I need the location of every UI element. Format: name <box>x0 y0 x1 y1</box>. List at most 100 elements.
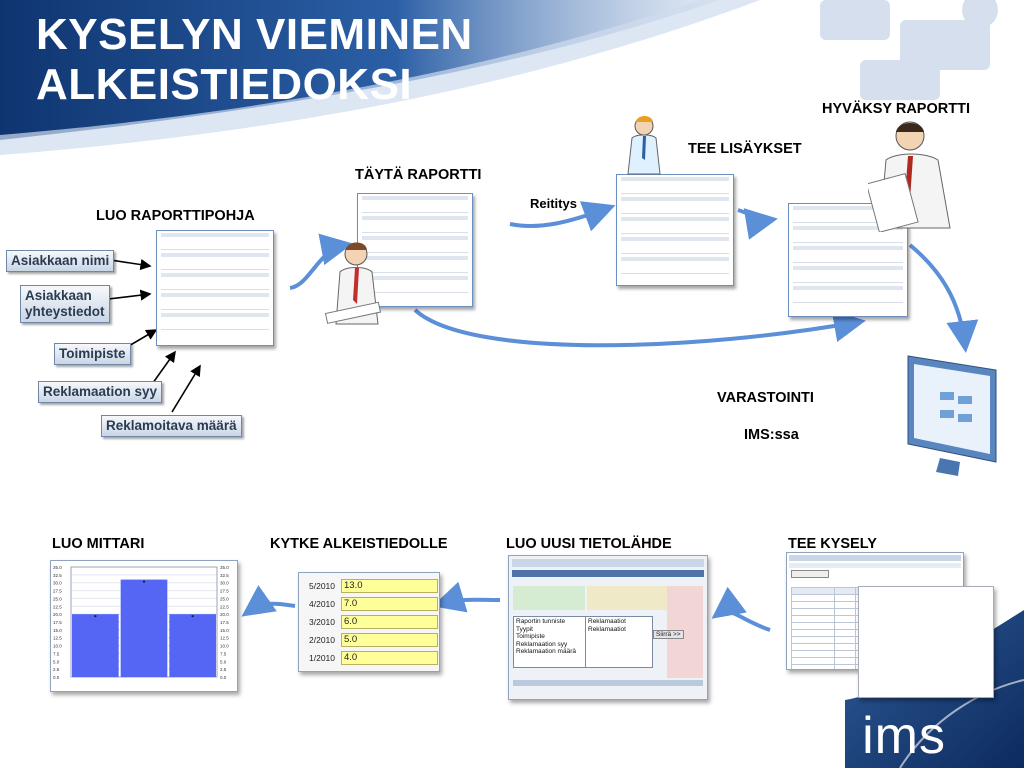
chart-bar-marker <box>191 614 194 618</box>
list-item[interactable]: Reklamaation syy <box>516 640 568 648</box>
person-approving-icon <box>868 121 951 232</box>
mapping-value-field[interactable]: 4.0 <box>341 651 438 665</box>
table-cell <box>791 622 835 630</box>
query-subheader <box>789 563 961 568</box>
table-cell <box>791 643 835 651</box>
filled-report-doc <box>357 193 473 307</box>
y-tick-label: 27.5 <box>53 589 62 594</box>
table-cell <box>834 657 856 665</box>
label-luo-uusi-tietolahde: LUO UUSI TIETOLÄHDE <box>506 536 672 552</box>
mapping-value-field[interactable]: 7.0 <box>341 597 438 611</box>
y-tick-label: 12.5 <box>53 636 62 641</box>
datasource-toolbar <box>512 570 704 577</box>
table-cell <box>791 601 835 609</box>
mapping-period: 4/2010 <box>309 599 335 609</box>
y-tick-label: 35.0 <box>53 565 62 570</box>
y-tick-label: 2.5 <box>53 667 60 672</box>
table-cell <box>834 587 856 595</box>
chart-bar-marker <box>94 614 97 618</box>
y-tick-label-right: 22.5 <box>220 604 229 609</box>
mapping-period: 5/2010 <box>309 581 335 591</box>
y-tick-label: 22.5 <box>53 604 62 609</box>
table-cell <box>791 636 835 644</box>
move-button[interactable]: Siirrä >> <box>653 630 684 639</box>
list-item[interactable]: Reklamaatiot <box>588 618 626 625</box>
table-cell <box>834 622 856 630</box>
y-tick-label-right: 5.0 <box>220 659 227 664</box>
table-cell <box>834 615 856 623</box>
y-tick-label-right: 25.0 <box>220 596 229 601</box>
label-tee-lisaykset: TEE LISÄYKSET <box>688 141 802 157</box>
table-cell <box>791 608 835 616</box>
label-hyvaksy-raportti: HYVÄKSY RAPORTTI <box>822 101 970 117</box>
table-cell <box>791 657 835 665</box>
person-standing-icon <box>627 116 661 175</box>
field-tag-asiakkaan-yhteystiedot: Asiakkaan yhteystiedot <box>20 285 110 323</box>
table-cell <box>791 650 835 658</box>
list-item[interactable]: Reklamaation määrä <box>516 648 576 655</box>
field-tag-reklamoitava-maara: Reklamoitava määrä <box>101 415 242 437</box>
y-tick-label-right: 10.0 <box>220 644 229 649</box>
y-tick-label: 32.5 <box>53 573 62 578</box>
storage-monitor-icon <box>907 355 997 476</box>
list-item[interactable]: Tyypit <box>516 625 533 633</box>
y-tick-label: 0.0 <box>53 675 60 680</box>
label-luo-mittari: LUO MITTARI <box>52 536 145 552</box>
label-kytke-alkeistiedolle: KYTKE ALKEISTIEDOLLE <box>270 536 448 552</box>
mapping-period: 2/2010 <box>309 635 335 645</box>
query-back-sheet <box>858 586 994 698</box>
y-tick-label-right: 17.5 <box>220 620 229 625</box>
mapping-value-field[interactable]: 6.0 <box>341 615 438 629</box>
y-tick-label: 7.5 <box>53 651 60 656</box>
mapping-period: 1/2010 <box>309 653 335 663</box>
mapping-value-field[interactable]: 5.0 <box>341 633 438 647</box>
y-tick-label-right: 32.5 <box>220 573 229 578</box>
y-tick-label-right: 12.5 <box>220 636 229 641</box>
y-tick-label-right: 27.5 <box>220 589 229 594</box>
y-tick-label-right: 0.0 <box>220 675 227 680</box>
table-cell <box>834 608 856 616</box>
chart-bar <box>120 579 168 677</box>
datasource-option-right[interactable] <box>587 586 667 610</box>
label-tayta-raportti: TÄYTÄ RAPORTTI <box>355 167 482 183</box>
datasource-option-left[interactable] <box>513 586 585 610</box>
table-cell <box>791 587 835 595</box>
datasource-list-left[interactable]: Raportin tunniste Tyypit Toimipiste Rekl… <box>513 616 587 668</box>
ims-logo: ims <box>862 707 946 765</box>
chart-bar <box>169 614 216 677</box>
list-item[interactable]: Reklamaatiot <box>588 625 626 633</box>
title-line-2: ALKEISTIEDOKSI <box>36 60 413 109</box>
title-line-1: KYSELYN VIEMINEN <box>36 10 473 59</box>
label-ims-ssa: IMS:ssa <box>744 427 799 443</box>
table-cell <box>834 650 856 658</box>
table-cell <box>791 664 835 669</box>
mapping-value-field[interactable]: 13.0 <box>341 579 438 593</box>
field-tag-asiakkaan-nimi: Asiakkaan nimi <box>6 250 115 272</box>
person-writing-icon <box>324 242 382 325</box>
y-tick-label-right: 2.5 <box>220 667 227 672</box>
field-tag-reklamaation-syy: Reklamaation syy <box>38 381 163 403</box>
page-title: KYSELYN VIEMINEN ALKEISTIEDOKSI <box>36 10 473 110</box>
list-item[interactable]: Toimipiste <box>516 633 545 640</box>
routed-report-doc <box>616 174 734 286</box>
datasource-panel: Raportin tunniste Tyypit Toimipiste Rekl… <box>508 555 708 700</box>
table-cell <box>791 594 835 602</box>
field-tag-line-2: yhteystiedot <box>25 304 105 319</box>
datasource-list-right[interactable]: Reklamaatiot Reklamaatiot <box>585 616 653 668</box>
table-cell <box>834 594 856 602</box>
table-cell <box>791 629 835 637</box>
y-tick-label-right: 15.0 <box>220 628 229 633</box>
table-cell <box>791 615 835 623</box>
query-run-button[interactable] <box>791 570 829 578</box>
field-tag-toimipiste: Toimipiste <box>54 343 131 365</box>
label-tee-kysely: TEE KYSELY <box>788 536 877 552</box>
chart-bar <box>72 614 119 677</box>
label-luo-raporttipohja: LUO RAPORTTIPOHJA <box>96 208 255 224</box>
report-template-doc <box>156 230 274 346</box>
table-cell <box>834 636 856 644</box>
list-item[interactable]: Raportin tunniste <box>516 618 566 625</box>
table-cell <box>834 664 856 669</box>
